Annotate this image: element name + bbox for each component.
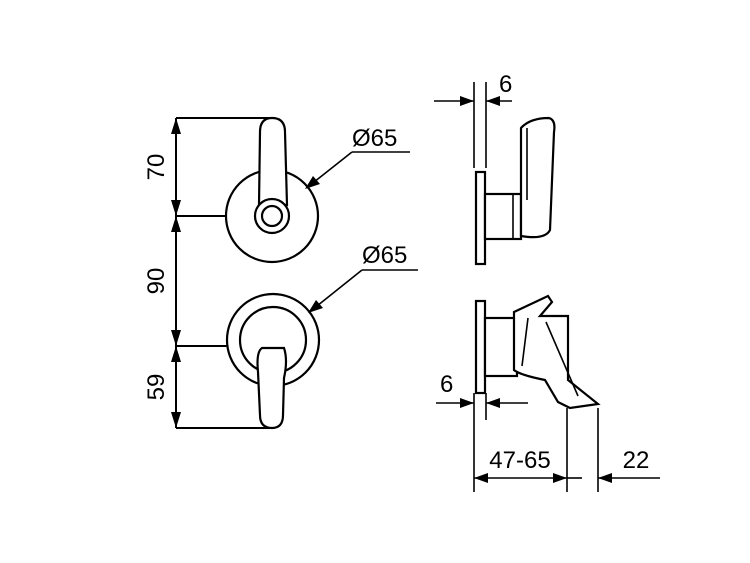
arrow-lower-center-up xyxy=(171,330,181,346)
thickness-arrow-left-top xyxy=(460,96,474,106)
lower-diameter-arrow xyxy=(308,300,323,313)
arrow-bottom xyxy=(171,412,181,428)
upper-body xyxy=(483,192,523,241)
arrow-upper-center-down xyxy=(171,216,181,232)
depth-range-label: 47-65 xyxy=(489,447,550,474)
thickness-arrow-right-bottom xyxy=(486,398,500,408)
thickness-arrow-left-bottom xyxy=(460,398,474,408)
arrow-lower-center-down xyxy=(171,346,181,362)
upper-knob-inner xyxy=(260,204,284,228)
side-view-lower: 6 47-65 22 xyxy=(436,294,660,492)
dimension-middle-spacing: 90 xyxy=(143,268,170,295)
depth-arrow-left xyxy=(474,473,488,483)
dimension-upper-height: 70 xyxy=(143,154,170,181)
offset-arrow xyxy=(598,473,612,483)
lower-side-lever xyxy=(512,294,601,410)
side-view-upper: 6 xyxy=(434,71,556,266)
dimension-lower-height: 59 xyxy=(143,374,170,401)
upper-lever xyxy=(257,116,289,207)
arrow-top xyxy=(171,118,181,134)
arrow-upper-center-up xyxy=(171,200,181,216)
lower-side-lever-diagonal xyxy=(545,321,579,397)
lower-side-lever-edge xyxy=(521,317,529,367)
front-view: 70 90 59 Ø65 Ø65 xyxy=(143,116,418,430)
lower-body xyxy=(483,316,519,378)
lower-diameter-leader xyxy=(311,269,363,311)
upper-plate xyxy=(474,170,487,266)
lower-plate xyxy=(474,299,487,395)
lower-diameter-label: Ø65 xyxy=(362,242,407,269)
depth-arrow-right xyxy=(553,473,567,483)
lower-lever xyxy=(256,346,288,430)
thickness-arrow-right-top xyxy=(486,96,500,106)
upper-diameter-arrow xyxy=(305,176,320,189)
upper-side-lever xyxy=(519,116,556,239)
lever-offset-label: 22 xyxy=(623,447,650,474)
plate-thickness-bottom-label: 6 xyxy=(440,371,453,398)
plate-thickness-top-label: 6 xyxy=(499,71,512,98)
upper-diameter-label: Ø65 xyxy=(352,125,397,152)
